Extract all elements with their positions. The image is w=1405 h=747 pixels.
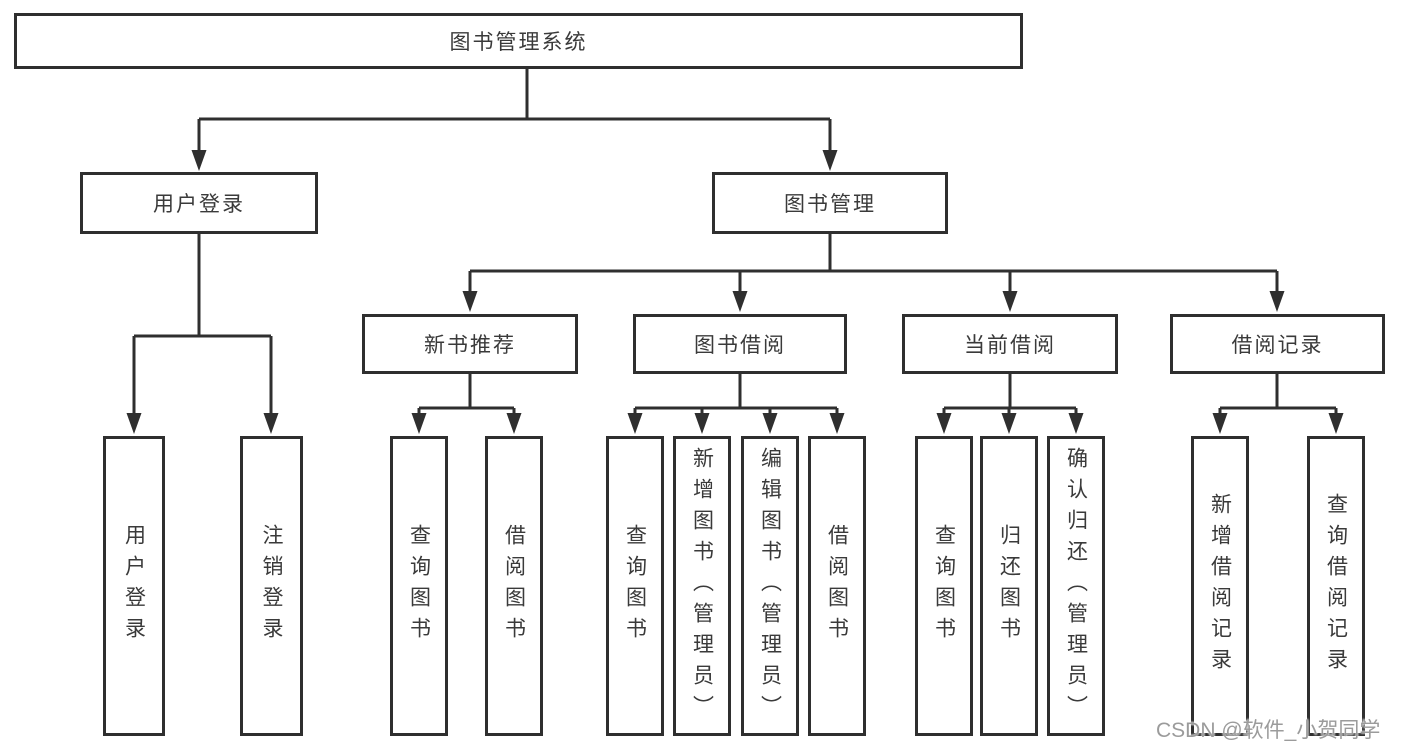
leaf-borrow-books-1-label: 借阅图书	[502, 524, 526, 648]
node-new-book-recommendation: 新书推荐	[362, 314, 578, 374]
leaf-add-borrow-record: 新增借阅记录	[1191, 436, 1249, 736]
leaf-add-borrow-record-label: 新增借阅记录	[1208, 493, 1232, 679]
leaf-user-login-label: 用户登录	[122, 524, 146, 648]
leaf-return-book: 归还图书	[980, 436, 1038, 736]
node-user-login: 用户登录	[80, 172, 318, 234]
leaf-query-books-3-label: 查询图书	[932, 524, 956, 648]
node-library-management-system-label: 图书管理系统	[449, 31, 588, 54]
leaf-borrow-books-2: 借阅图书	[808, 436, 866, 736]
leaf-query-borrow-record-label: 查询借阅记录	[1324, 493, 1348, 679]
node-current-borrowing-label: 当前借阅	[964, 334, 1056, 357]
leaf-borrow-books-1: 借阅图书	[485, 436, 543, 736]
node-user-login-label: 用户登录	[153, 193, 245, 216]
leaf-edit-book-admin-label: 编辑图书（管理员）	[758, 446, 782, 726]
node-book-borrowing-label: 图书借阅	[694, 334, 786, 357]
csdn-watermark: CSDN @软件_小贺同学	[1156, 719, 1381, 742]
leaf-logout-label: 注销登录	[260, 524, 283, 648]
node-current-borrowing: 当前借阅	[902, 314, 1118, 374]
leaf-edit-book-admin: 编辑图书（管理员）	[741, 436, 799, 736]
leaf-query-books-2: 查询图书	[606, 436, 664, 736]
node-new-book-recommendation-label: 新书推荐	[424, 334, 516, 357]
node-book-borrowing: 图书借阅	[633, 314, 847, 374]
leaf-add-book-admin-label: 新增图书（管理员）	[690, 446, 714, 726]
leaf-query-books-3: 查询图书	[915, 436, 973, 736]
leaf-confirm-return-admin-label: 确认归还（管理员）	[1064, 446, 1088, 726]
node-library-management-system: 图书管理系统	[14, 13, 1023, 69]
leaf-add-book-admin: 新增图书（管理员）	[673, 436, 731, 736]
leaf-return-book-label: 归还图书	[997, 524, 1021, 648]
node-book-management-label: 图书管理	[784, 193, 876, 216]
leaf-query-books-1: 查询图书	[390, 436, 448, 736]
leaf-query-books-2-label: 查询图书	[623, 524, 647, 648]
leaf-confirm-return-admin: 确认归还（管理员）	[1047, 436, 1105, 736]
node-borrowing-records-label: 借阅记录	[1231, 334, 1324, 357]
leaf-query-books-1-label: 查询图书	[407, 524, 431, 648]
leaf-logout: 注销登录	[240, 436, 303, 736]
leaf-user-login: 用户登录	[103, 436, 165, 736]
node-borrowing-records: 借阅记录	[1170, 314, 1385, 374]
node-book-management: 图书管理	[712, 172, 948, 234]
leaf-borrow-books-2-label: 借阅图书	[825, 524, 849, 648]
leaf-query-borrow-record: 查询借阅记录	[1307, 436, 1365, 736]
